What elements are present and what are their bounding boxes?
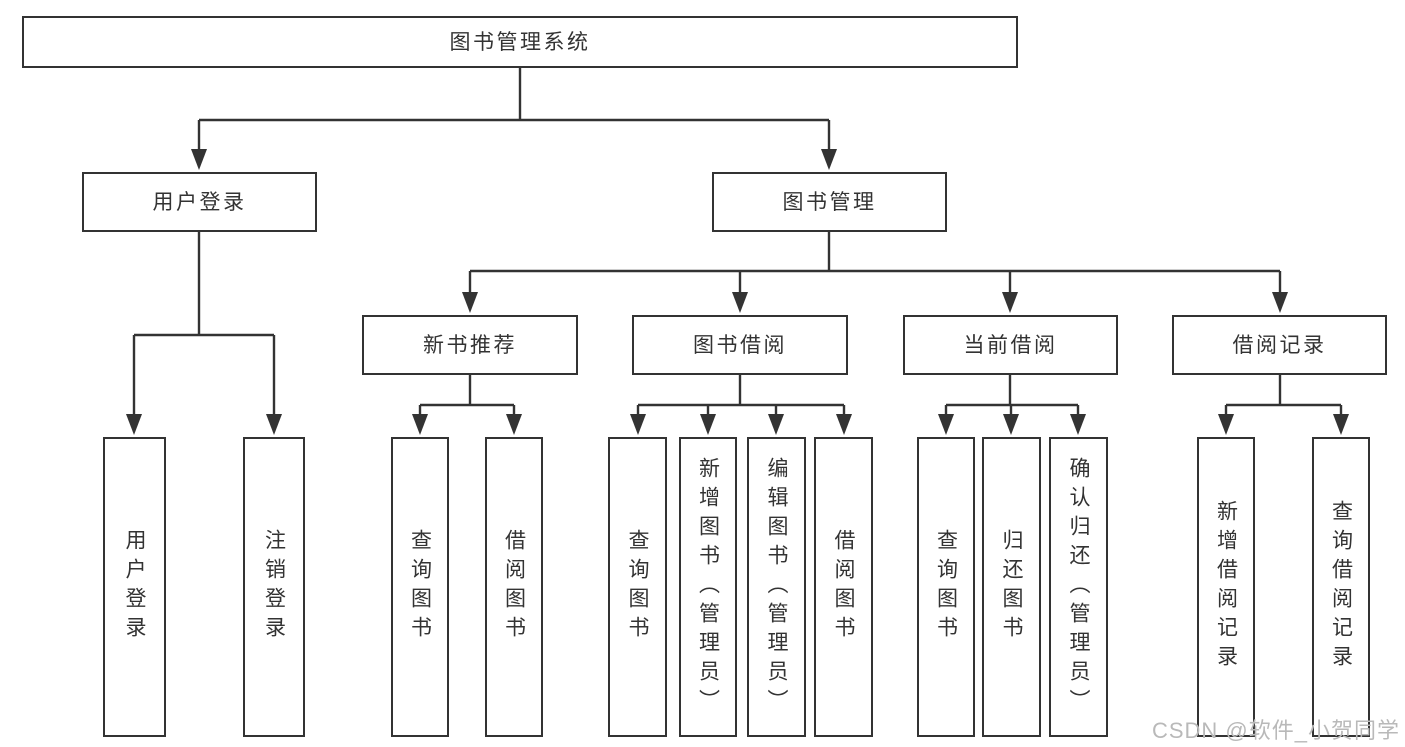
node-borrowing-records-label: 借阅记录 [1232,333,1327,357]
leaf-borrow-edit-books-admin: 编辑图书（管理员） [747,437,806,737]
leaf-records-add-record: 新增借阅记录 [1197,437,1255,737]
leaf-current-return-books-label: 归还图书 [1000,529,1023,645]
node-book-management: 图书管理 [712,172,947,232]
leaf-user-login-label: 用户登录 [123,529,146,645]
leaf-newrec-query-books: 查询图书 [391,437,449,737]
leaf-borrow-query-books-label: 查询图书 [626,529,649,645]
leaf-records-add-record-label: 新增借阅记录 [1214,500,1238,674]
leaf-records-query-record: 查询借阅记录 [1312,437,1370,737]
leaf-records-query-record-label: 查询借阅记录 [1329,500,1353,674]
leaf-borrow-borrow-books: 借阅图书 [814,437,873,737]
leaf-newrec-borrow-books: 借阅图书 [485,437,543,737]
leaf-logout-label: 注销登录 [262,529,286,645]
leaf-borrow-query-books: 查询图书 [608,437,667,737]
leaf-current-confirm-return-admin-label: 确认归还（管理员） [1067,456,1090,718]
leaf-borrow-edit-books-admin-label: 编辑图书（管理员） [765,456,788,718]
leaf-newrec-query-books-label: 查询图书 [408,529,432,645]
node-current-borrowing: 当前借阅 [903,315,1118,375]
leaf-borrow-add-books-admin-label: 新增图书（管理员） [696,456,720,718]
leaf-current-query-books: 查询图书 [917,437,975,737]
leaf-current-return-books: 归还图书 [982,437,1041,737]
leaf-current-query-books-label: 查询图书 [934,529,958,645]
node-new-book-recommend-label: 新书推荐 [423,333,517,357]
node-borrowing-records: 借阅记录 [1172,315,1387,375]
leaf-user-login: 用户登录 [103,437,166,737]
node-root-label: 图书管理系统 [449,30,591,54]
node-book-borrowing-label: 图书借阅 [693,333,787,357]
leaf-borrow-add-books-admin: 新增图书（管理员） [679,437,737,737]
leaf-newrec-borrow-books-label: 借阅图书 [502,529,526,645]
node-user-login-label: 用户登录 [152,190,247,214]
node-new-book-recommend: 新书推荐 [362,315,578,375]
leaf-logout: 注销登录 [243,437,305,737]
node-user-login: 用户登录 [82,172,317,232]
leaf-borrow-borrow-books-label: 借阅图书 [832,529,855,645]
node-root: 图书管理系统 [22,16,1018,68]
node-current-borrowing-label: 当前借阅 [963,333,1058,357]
leaf-current-confirm-return-admin: 确认归还（管理员） [1049,437,1108,737]
node-book-management-label: 图书管理 [782,190,877,214]
watermark: CSDN @软件_小贺同学 [1151,718,1400,743]
node-book-borrowing: 图书借阅 [632,315,848,375]
